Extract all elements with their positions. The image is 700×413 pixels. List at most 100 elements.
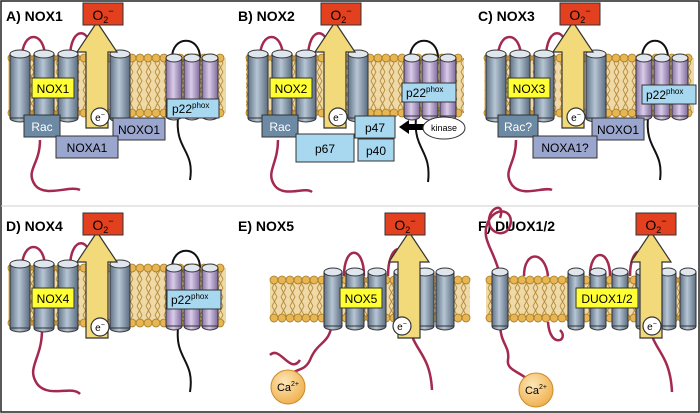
lipid-head — [509, 313, 519, 323]
lipid-head — [135, 108, 145, 118]
noxo1-box — [112, 117, 166, 141]
lipid-head — [277, 313, 287, 323]
p22-tail — [176, 327, 192, 393]
lipid-head — [453, 275, 463, 285]
electron-label: e− — [571, 112, 581, 124]
lipid-head — [509, 275, 519, 285]
lipid-head — [541, 313, 551, 323]
panel-title: F) DUOX1/2 — [478, 218, 555, 234]
lipid-head — [309, 275, 319, 285]
superoxide-label: O2− — [394, 216, 415, 235]
panel-title: C) NOX3 — [478, 8, 535, 24]
lipid-head — [389, 53, 399, 63]
lipid-head — [135, 318, 145, 328]
superoxide-label: O2− — [92, 6, 113, 25]
noxa1-box — [55, 135, 119, 159]
p47-label: p47 — [365, 121, 385, 135]
lipid-head — [151, 108, 161, 118]
transmembrane-helix — [247, 49, 269, 123]
lipid-head — [277, 275, 287, 285]
transmembrane-helix — [435, 267, 455, 331]
superoxide-box — [82, 212, 124, 236]
enzyme-label: NOX4 — [37, 292, 70, 306]
electron-label: e− — [397, 321, 407, 333]
rac-box — [261, 114, 299, 138]
calcium-label: Ca2+ — [525, 384, 547, 397]
transmembrane-helix — [491, 267, 509, 331]
c-terminal-tail — [507, 139, 553, 193]
lipid-head — [461, 313, 471, 323]
superoxide-box — [384, 212, 426, 236]
ef-hand-tail — [498, 321, 534, 386]
panel-nox3: C) NOX3 O2− NOX3 e− p22phox Rac? NOXO1 N… — [478, 2, 697, 193]
lipid-head — [517, 313, 527, 323]
calcium-ion — [518, 372, 554, 408]
noxa1-box — [532, 135, 598, 159]
lipid-head — [285, 313, 295, 323]
transmembrane-helix — [109, 259, 131, 333]
lipid-head — [269, 275, 279, 285]
rac-box — [497, 114, 539, 138]
lipid-head — [293, 275, 303, 285]
noxo1-label: NOXO1 — [118, 123, 160, 137]
enzyme-box — [339, 287, 383, 309]
lipid-head — [143, 108, 153, 118]
p22-loop — [409, 39, 439, 59]
superoxide-box — [559, 2, 601, 26]
panel-title: E) NOX5 — [238, 218, 294, 234]
enzyme-label: NOX2 — [275, 82, 308, 96]
enzyme-label: NOX3 — [513, 82, 546, 96]
lipid-head — [619, 53, 629, 63]
lipid-head — [135, 263, 145, 273]
lipid-head — [541, 275, 551, 285]
rac-label: Rac? — [504, 120, 532, 134]
p22phox-label: p22phox — [172, 101, 209, 116]
panel-title: A) NOX1 — [6, 8, 63, 24]
lipid-head — [151, 53, 161, 63]
superoxide-arrow — [387, 230, 431, 339]
rac-label: Rac — [31, 120, 52, 134]
intracellular-loop — [546, 321, 564, 342]
lipid-head — [461, 275, 471, 285]
p22-loop — [171, 39, 201, 59]
enzyme-box — [269, 77, 313, 99]
lipid-head — [151, 263, 161, 273]
kinase-label: kinase — [431, 123, 457, 133]
lipid-head — [627, 53, 637, 63]
transmembrane-helix — [485, 49, 507, 123]
electron-circle — [392, 316, 412, 336]
transmembrane-helix — [9, 259, 31, 333]
lipid-head — [269, 313, 279, 323]
lipid-head — [549, 275, 559, 285]
superoxide-label: O2− — [645, 216, 666, 235]
c-terminal-tail — [30, 139, 81, 193]
enzyme-label: NOX1 — [37, 82, 70, 96]
transmembrane-helix — [347, 49, 369, 123]
lipid-head — [309, 313, 319, 323]
c-terminal-tail — [32, 329, 81, 396]
electron-label: e− — [95, 112, 105, 124]
p22phox-box — [401, 82, 457, 103]
lipid-head — [301, 275, 311, 285]
p40-box — [357, 138, 395, 162]
lipid-head — [373, 53, 383, 63]
panel-nox4: D) NOX4 O2− NOX4 e− p22phox — [6, 212, 226, 396]
panel-nox2: B) NOX2 O2− NOX2 e− p22phox Rac p67 p47 … — [238, 2, 466, 194]
lipid-head — [557, 275, 567, 285]
kinase-ellipse — [422, 116, 466, 140]
p22phox-label: p22phox — [406, 85, 443, 100]
lipid-head — [517, 275, 527, 285]
superoxide-box — [82, 2, 124, 26]
transmembrane-helix — [109, 49, 131, 123]
transmembrane-helix — [323, 267, 343, 331]
c-terminal-tail — [270, 139, 313, 194]
superoxide-label: O2− — [92, 216, 113, 235]
p67-label: p67 — [315, 142, 335, 156]
superoxide-label: O2− — [330, 6, 351, 25]
p22-loop — [171, 249, 201, 269]
noxo1-box — [591, 117, 645, 141]
transmembrane-helix — [659, 267, 677, 331]
extracellular-loop — [522, 255, 550, 277]
calcium-ion — [270, 369, 306, 405]
